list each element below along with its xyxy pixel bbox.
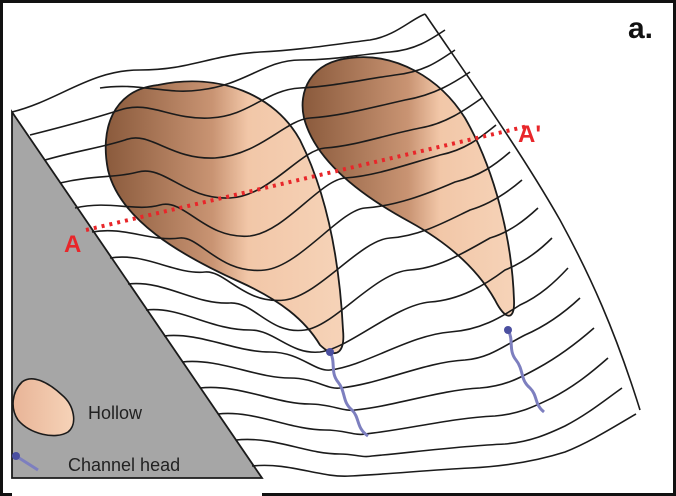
block-side-face: [11, 109, 264, 479]
hollow-right: [301, 56, 515, 317]
contour-lines: [11, 13, 641, 477]
channel-heads: [326, 326, 546, 438]
section-line: [85, 124, 529, 232]
hollow-left: [104, 80, 345, 354]
legend-hollow-swatch: [12, 378, 75, 437]
section-end-label: A': [518, 121, 541, 148]
legend-hollow-label: Hollow: [88, 403, 143, 423]
legend-channel-label: Channel head: [68, 455, 180, 475]
panel-label: a.: [628, 12, 653, 45]
legend-channel-dot: [12, 452, 20, 460]
legend: Hollow Channel head: [12, 378, 180, 475]
section-start-label: A: [64, 231, 81, 258]
legend-channel-swatch: [15, 454, 39, 472]
